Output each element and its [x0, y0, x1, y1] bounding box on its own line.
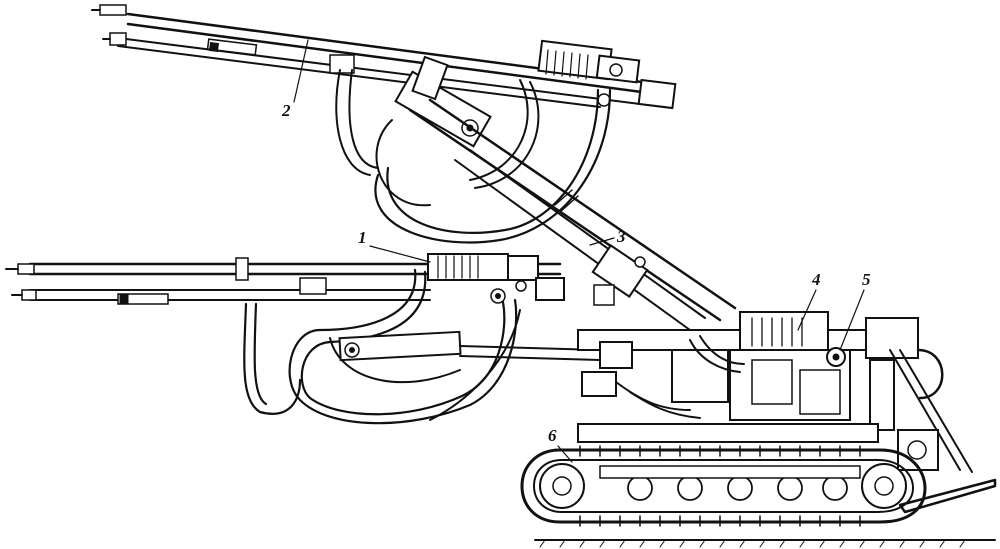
main-boom [408, 98, 737, 331]
callout-3-label: 3 [616, 227, 626, 246]
callout-6: 6 [548, 426, 573, 463]
callout-1-label: 1 [358, 228, 367, 247]
upper-feed-hoses [335, 69, 612, 244]
callout-3: 3 [589, 227, 626, 246]
crawler-track [520, 445, 927, 527]
callout-5: 5 [839, 270, 871, 351]
callout-4: 4 [797, 270, 821, 331]
callout-6-label: 6 [548, 426, 557, 445]
callout-1: 1 [358, 228, 431, 263]
lower-boom-cylinder [338, 330, 601, 362]
lower-feed-hoses [243, 268, 521, 425]
callout-2-label: 2 [281, 101, 291, 120]
callout-2: 2 [281, 39, 309, 120]
lower-drill-feed [5, 253, 565, 305]
ground-line [534, 539, 996, 548]
callout-4-label: 4 [811, 270, 821, 289]
chassis-body [577, 311, 997, 514]
upper-drill-feed [91, 4, 677, 110]
callout-5-label: 5 [862, 270, 871, 289]
